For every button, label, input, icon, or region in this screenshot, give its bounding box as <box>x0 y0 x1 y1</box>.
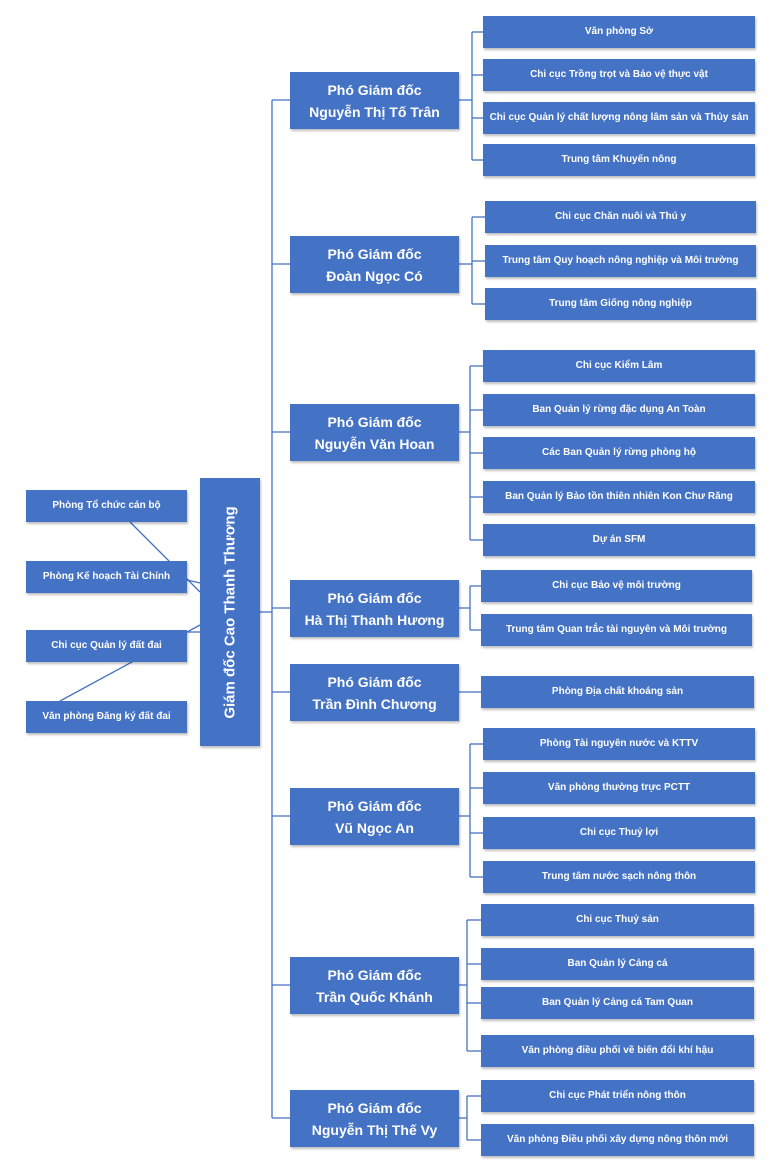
deputy-box-tran: Phó Giám đốc Nguyễn Thị Tố Trân <box>290 72 459 129</box>
unit-box: Ban Quản lý Cảng cá <box>481 948 754 980</box>
unit-box: Trung tâm Quy hoạch nông nghiệp và Môi t… <box>485 245 756 277</box>
left-unit-personnel: Phòng Tổ chức cán bộ <box>26 490 187 522</box>
unit-box: Văn phòng Sở <box>483 16 755 48</box>
unit-box: Trung tâm Khuyến nông <box>483 144 755 176</box>
deputy-box-khanh: Phó Giám đốc Trần Quốc Khánh <box>290 957 459 1014</box>
unit-box: Trung tâm nước sạch nông thôn <box>483 861 755 893</box>
unit-box: Chi cục Phát triển nông thôn <box>481 1080 754 1112</box>
unit-box: Văn phòng điều phối về biến đổi khí hậu <box>481 1035 754 1067</box>
director-box: Giám đốc Cao Thanh Thương <box>200 478 260 746</box>
unit-box: Ban Quản lý Bảo tồn thiên nhiên Kon Chư … <box>483 481 755 513</box>
left-unit-land-management: Chi cục Quản lý đất đai <box>26 630 187 662</box>
deputy-box-chuong: Phó Giám đốc Trần Đình Chương <box>290 664 459 721</box>
unit-box: Chi cục Thuỷ sản <box>481 904 754 936</box>
unit-box: Chi cục Chăn nuôi và Thú y <box>485 201 756 233</box>
left-unit-planning-finance: Phòng Kế hoạch Tài Chính <box>26 561 187 593</box>
unit-box: Chi cục Bảo vệ môi trường <box>481 570 752 602</box>
unit-box: Phòng Tài nguyên nước và KTTV <box>483 728 755 760</box>
deputy-box-vy: Phó Giám đốc Nguyễn Thị Thế Vy <box>290 1090 459 1147</box>
left-connector <box>129 521 201 593</box>
deputy-box-huong: Phó Giám đốc Hà Thị Thanh Hương <box>290 580 459 637</box>
deputy-box-co: Phó Giám đốc Đoàn Ngọc Có <box>290 236 459 293</box>
unit-box: Chi cục Kiểm Lâm <box>483 350 755 382</box>
unit-box: Văn phòng Điều phối xây dựng nông thôn m… <box>481 1124 754 1156</box>
unit-box: Dự án SFM <box>483 524 755 556</box>
unit-box: Ban Quản lý rừng đặc dụng An Toàn <box>483 394 755 426</box>
left-unit-land-registration: Văn phòng Đăng ký đất đai <box>26 701 187 733</box>
director-label: Giám đốc Cao Thanh Thương <box>221 505 239 719</box>
deputy-box-hoan: Phó Giám đốc Nguyễn Văn Hoan <box>290 404 459 461</box>
unit-box: Văn phòng thường trực PCTT <box>483 772 755 804</box>
deputy-box-an: Phó Giám đốc Vũ Ngọc An <box>290 788 459 845</box>
unit-box: Trung tâm Quan trắc tài nguyên và Môi tr… <box>481 614 752 646</box>
unit-box: Chi cục Quản lý chất lượng nông lâm sản … <box>483 102 755 134</box>
unit-box: Trung tâm Giống nông nghiệp <box>485 288 756 320</box>
unit-box: Chi cục Trồng trọt và Bảo vệ thực vật <box>483 59 755 91</box>
unit-box: Các Ban Quản lý rừng phòng hộ <box>483 437 755 469</box>
unit-box: Chi cục Thuỷ lợi <box>483 817 755 849</box>
unit-box: Phòng Địa chất khoáng sản <box>481 676 754 708</box>
unit-box: Ban Quản lý Cảng cá Tam Quan <box>481 987 754 1019</box>
